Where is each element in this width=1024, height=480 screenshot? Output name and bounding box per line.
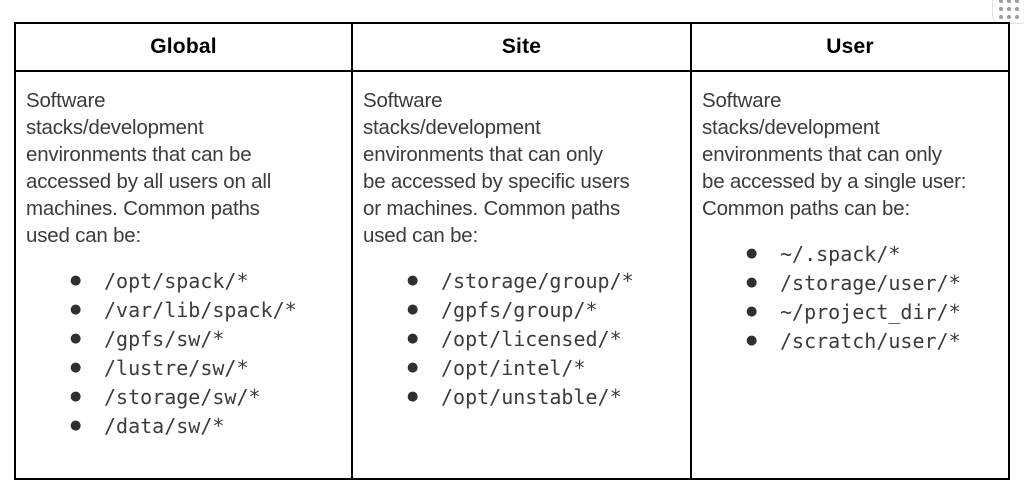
list-item: ● /opt/unstable/*: [407, 382, 682, 411]
bullet-icon: ●: [70, 389, 82, 404]
list-item: ● /data/sw/*: [70, 411, 343, 440]
bullet-icon: ●: [70, 418, 82, 433]
path-text: /gpfs/group/*: [441, 297, 598, 322]
list-item: ● /opt/licensed/*: [407, 324, 682, 353]
bullet-icon: ●: [746, 246, 758, 261]
list-item: ● /scratch/user/*: [746, 326, 1000, 355]
bullet-icon: ●: [746, 275, 758, 290]
cell-global: Software stacks/development environments…: [14, 70, 353, 480]
cell-site: Software stacks/development environments…: [351, 70, 692, 480]
site-description: Software stacks/development environments…: [363, 89, 630, 247]
list-item: ● /var/lib/spack/*: [70, 295, 343, 324]
bullet-icon: ●: [70, 273, 82, 288]
list-item: ● /gpfs/sw/*: [70, 324, 343, 353]
list-item: ● ~/project_dir/*: [746, 297, 1000, 326]
path-text: /opt/spack/*: [104, 268, 249, 293]
bullet-icon: ●: [70, 302, 82, 317]
path-text: /storage/sw/*: [104, 384, 261, 409]
column-header-user: User: [690, 22, 1010, 72]
list-item: ● /lustre/sw/*: [70, 353, 343, 382]
grid-dots-icon: [999, 0, 1019, 19]
path-text: /scratch/user/*: [780, 328, 961, 353]
drag-handle[interactable]: [992, 0, 1024, 24]
path-text: /opt/licensed/*: [441, 326, 622, 351]
bullet-icon: ●: [70, 360, 82, 375]
cell-user: Software stacks/development environments…: [690, 70, 1010, 480]
software-scope-table: Global Site User Software stacks/develop…: [14, 22, 1010, 480]
bullet-icon: ●: [407, 389, 419, 404]
column-header-site: Site: [351, 22, 692, 72]
bullet-icon: ●: [407, 331, 419, 346]
user-description: Software stacks/development environments…: [702, 89, 967, 220]
bullet-icon: ●: [407, 302, 419, 317]
bullet-icon: ●: [746, 304, 758, 319]
bullet-icon: ●: [407, 273, 419, 288]
path-text: /storage/user/*: [780, 270, 961, 295]
bullet-icon: ●: [746, 333, 758, 348]
header-row: Global Site User: [14, 22, 1010, 72]
site-path-list: ● /storage/group/* ● /gpfs/group/* ● /opt/l…: [363, 266, 682, 411]
list-item: ● /gpfs/group/*: [407, 295, 682, 324]
path-text: /storage/group/*: [441, 268, 634, 293]
global-path-list: ● /opt/spack/* ● /var/lib/spack/* ● /gpfs/s…: [26, 266, 343, 440]
user-path-list: ● ~/.spack/* ● /storage/user/* ● ~/project_…: [702, 239, 1000, 355]
list-item: ● ~/.spack/*: [746, 239, 1000, 268]
list-item: ● /storage/sw/*: [70, 382, 343, 411]
global-description: Software stacks/development environments…: [26, 89, 272, 247]
path-text: /data/sw/*: [104, 413, 225, 438]
path-text: /lustre/sw/*: [104, 355, 249, 380]
bullet-icon: ●: [70, 331, 82, 346]
list-item: ● /opt/intel/*: [407, 353, 682, 382]
bullet-icon: ●: [407, 360, 419, 375]
path-text: ~/.spack/*: [780, 241, 901, 266]
list-item: ● /opt/spack/*: [70, 266, 343, 295]
path-text: /opt/intel/*: [441, 355, 586, 380]
column-header-global: Global: [14, 22, 353, 72]
table-container: Global Site User Software stacks/develop…: [14, 22, 1010, 480]
path-text: /opt/unstable/*: [441, 384, 622, 409]
list-item: ● /storage/group/*: [407, 266, 682, 295]
body-row: Software stacks/development environments…: [14, 70, 1010, 480]
path-text: ~/project_dir/*: [780, 299, 961, 324]
path-text: /var/lib/spack/*: [104, 297, 297, 322]
list-item: ● /storage/user/*: [746, 268, 1000, 297]
path-text: /gpfs/sw/*: [104, 326, 225, 351]
